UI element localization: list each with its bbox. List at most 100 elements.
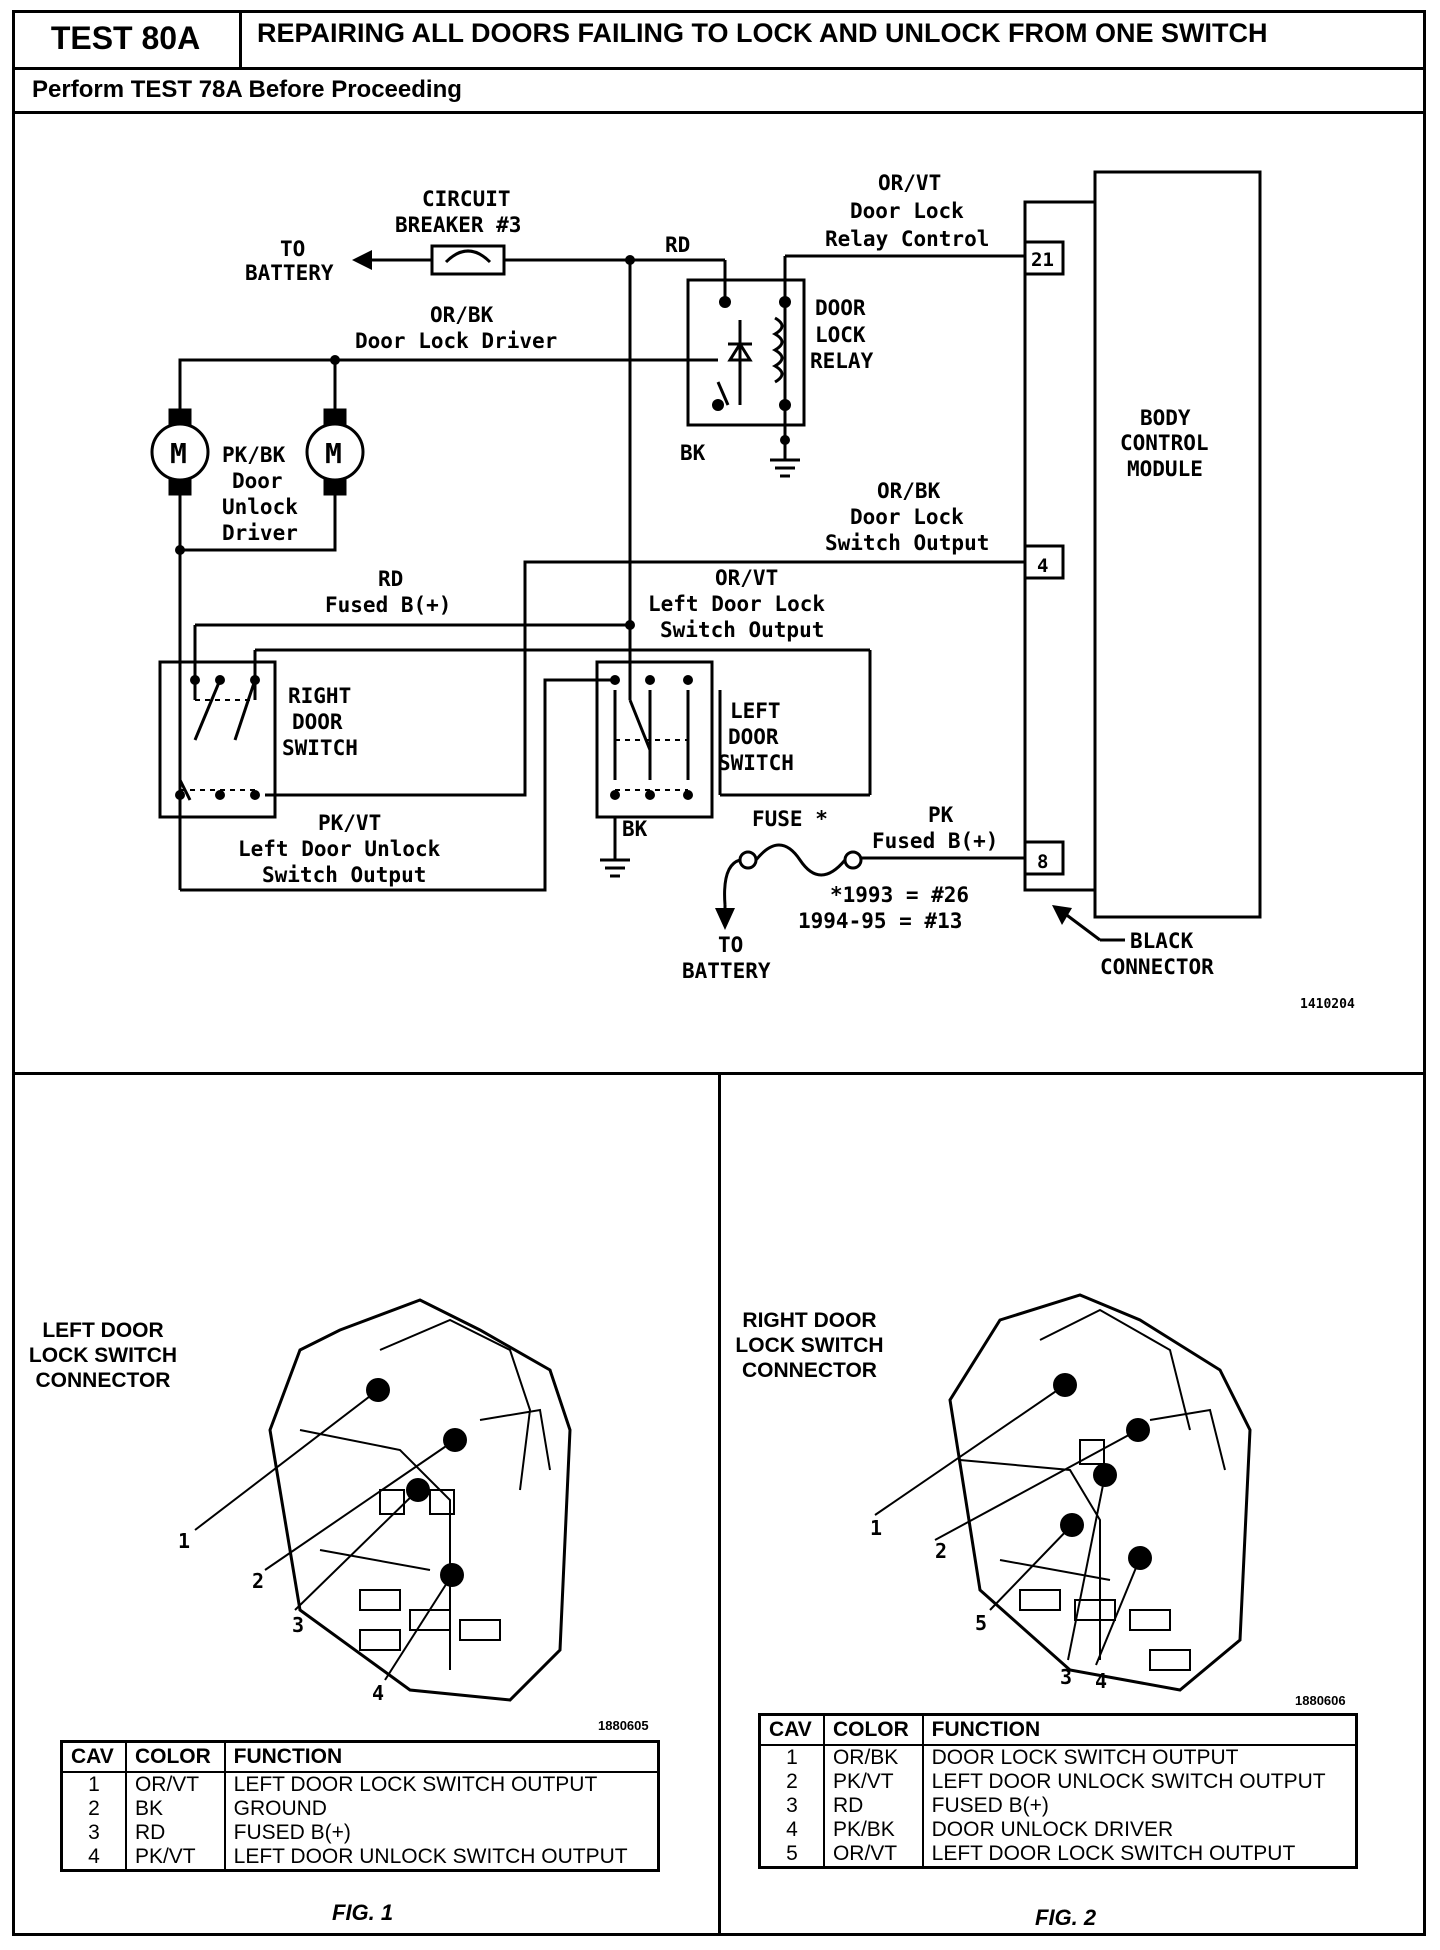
col-cav: CAV <box>759 1714 825 1746</box>
function-cell: FUSED B(+) <box>931 1794 1049 1817</box>
circuit-breaker-label-2: BREAKER #3 <box>395 213 521 237</box>
relay-label: DOOR <box>815 296 866 320</box>
pin-21-box <box>1023 240 1065 276</box>
test-id: TEST 80A <box>12 10 242 67</box>
fuse-label: FUSE * <box>752 807 828 831</box>
color-cell: RD <box>125 1821 226 1845</box>
cav-cell: 1 <box>61 1772 127 1797</box>
fig1-table-header: CAV COLOR FUNCTION <box>61 1741 659 1773</box>
fig1-connector-body <box>268 1298 572 1702</box>
right-switch-label-2: DOOR <box>292 710 343 734</box>
to-battery-top-label-2: BATTERY <box>245 261 334 285</box>
pk-vt-label-2: Left Door Unlock <box>238 837 441 861</box>
page-title: REPAIRING ALL DOORS FAILING TO LOCK AND … <box>257 18 1268 48</box>
col-color: COLOR <box>823 1714 924 1746</box>
cav-cell: 3 <box>759 1794 825 1818</box>
color-cell: OR/VT <box>823 1842 924 1868</box>
fig1-ref-number: 1880605 <box>598 1718 649 1733</box>
or-bk-switch-output-label-3: Switch Output <box>825 531 989 555</box>
cav-cell: 3 <box>61 1821 127 1845</box>
left-switch-label-2: DOOR <box>728 725 779 749</box>
col-function: FUNCTION <box>922 1714 1357 1746</box>
or-vt-relay-wire-label: OR/VT <box>878 171 941 195</box>
right-switch-label: RIGHT <box>288 684 351 708</box>
function-cell: LEFT DOOR LOCK SWITCH OUTPUT <box>233 1773 598 1796</box>
bk-left-switch-label: BK <box>622 817 648 841</box>
figure-divider <box>718 1073 721 1936</box>
col-color: COLOR <box>125 1741 226 1773</box>
or-vt-relay-wire-label-2: Door Lock <box>850 199 964 223</box>
fig1-callout-2: 2 <box>252 1569 264 1593</box>
bcm-label-2: CONTROL <box>1120 431 1209 455</box>
pk-bk-label-2: Door <box>232 469 283 493</box>
fig1-callout-4: 4 <box>372 1681 384 1705</box>
fig1-title: LEFT DOOR LOCK SWITCH CONNECTOR <box>28 1318 178 1393</box>
pk-bk-label-3: Unlock <box>222 495 298 519</box>
function-cell: LEFT DOOR UNLOCK SWITCH OUTPUT <box>233 1845 628 1868</box>
to-battery-bottom-label-2: BATTERY <box>682 959 771 983</box>
fig2-title: RIGHT DOOR LOCK SWITCH CONNECTOR <box>722 1308 897 1383</box>
or-bk-switch-output-label-2: Door Lock <box>850 505 964 529</box>
fig2-table-header: CAV COLOR FUNCTION <box>759 1714 1357 1746</box>
schematic-ref-number: 1410204 <box>1300 997 1355 1012</box>
to-battery-arrow-top <box>352 250 372 270</box>
color-cell: PK/BK <box>823 1818 924 1842</box>
pk-vt-label-3: Switch Output <box>262 863 426 887</box>
black-connector-label: BLACK <box>1130 929 1194 953</box>
left-switch-label-3: SWITCH <box>718 751 794 775</box>
function-cell: GROUND <box>233 1797 327 1820</box>
or-vt-left-lock-label: OR/VT <box>715 566 778 590</box>
color-cell: RD <box>823 1794 924 1818</box>
pk-bk-label: PK/BK <box>222 443 286 467</box>
cav-cell: 1 <box>759 1745 825 1770</box>
black-connector-arrow <box>1052 905 1072 925</box>
function-cell: LEFT DOOR UNLOCK SWITCH OUTPUT <box>931 1770 1326 1793</box>
function-cell: FUSED B(+) <box>233 1821 351 1844</box>
right-motor-label: M <box>325 437 342 470</box>
door-lock-relay-box <box>686 278 806 427</box>
fig1-title-line: LOCK SWITCH <box>28 1344 178 1367</box>
bk-relay-ground-label: BK <box>680 441 706 465</box>
fig2-callout-3: 3 <box>1060 1665 1072 1689</box>
fig2-title-line: RIGHT DOOR <box>742 1309 877 1332</box>
fig2-title-line: CONNECTOR <box>742 1359 877 1382</box>
left-motor-label: M <box>170 437 187 470</box>
pin-21-label: 21 <box>1031 249 1054 271</box>
fig1-callout-1: 1 <box>178 1529 190 1553</box>
relay-label-3: RELAY <box>810 349 874 373</box>
or-bk-driver-label: OR/BK <box>430 303 494 327</box>
black-connector-label-2: CONNECTOR <box>1100 955 1214 979</box>
wiring-schematic: CIRCUIT BREAKER #3 TO BATTERY RD OR/VT D… <box>150 170 1355 1012</box>
fig2-callout-2: 2 <box>935 1539 947 1563</box>
or-bk-switch-output-label: OR/BK <box>877 479 941 503</box>
color-cell: OR/VT <box>125 1772 226 1797</box>
to-battery-top-label: TO <box>280 237 305 261</box>
rd-fused-label: RD <box>378 567 403 591</box>
prerequisite-row: Perform TEST 78A Before Proceeding <box>12 70 1426 114</box>
pk-fused-label: PK <box>928 803 954 827</box>
pk-bk-label-4: Driver <box>222 521 298 545</box>
left-connector-drawing: 1 2 3 4 <box>178 1298 572 1705</box>
or-vt-left-lock-label-2: Left Door Lock <box>648 592 825 616</box>
or-vt-left-lock-label-3: Switch Output <box>660 618 824 642</box>
fig2-connector-body <box>948 1293 1252 1692</box>
left-switch-label: LEFT <box>730 699 781 723</box>
fig2-callout-1: 1 <box>870 1516 882 1540</box>
color-cell: PK/VT <box>823 1770 924 1794</box>
pk-fused-label-2: Fused B(+) <box>872 829 998 853</box>
prerequisite-note: Perform TEST 78A Before Proceeding <box>32 76 462 103</box>
header-row: TEST 80A REPAIRING ALL DOORS FAILING TO … <box>12 10 1426 70</box>
fig2-caption: FIG. 2 <box>1035 1905 1097 1930</box>
function-cell: DOOR LOCK SWITCH OUTPUT <box>931 1746 1239 1769</box>
col-cav: CAV <box>61 1741 127 1773</box>
